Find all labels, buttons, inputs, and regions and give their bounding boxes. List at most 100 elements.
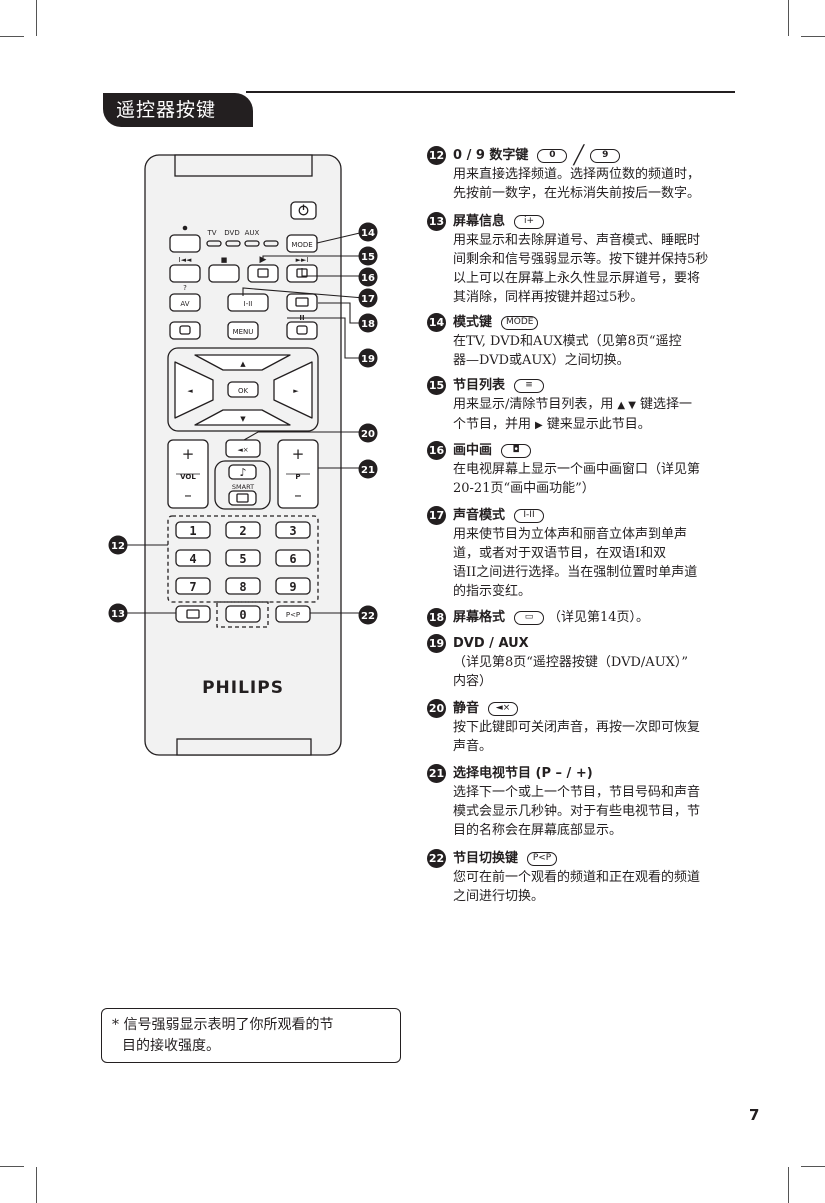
power-button <box>290 201 317 220</box>
cursor-right-key <box>273 361 313 419</box>
format-button <box>286 293 318 312</box>
digit-3: 3 <box>289 524 296 538</box>
stop-icon: ■ <box>221 256 228 264</box>
teletext-button <box>169 321 201 340</box>
slash-icon: ╱ <box>573 145 585 166</box>
mute-button <box>225 439 261 458</box>
mute-key-icon: ◄× <box>488 701 519 716</box>
callout-20-label: 20 <box>361 429 375 440</box>
entry-title: 静音 <box>453 701 480 716</box>
info-key-icon: i+ <box>514 214 545 229</box>
callout-22-label: 22 <box>361 611 375 622</box>
entry-title: 节目列表 <box>453 378 506 393</box>
digit-1: 1 <box>189 524 196 538</box>
crop-mark <box>0 36 24 37</box>
stop-button <box>208 264 240 283</box>
entry-number: 16 <box>427 441 446 460</box>
dvd-label: DVD <box>224 229 239 237</box>
section-title: 遥控器按键 <box>103 93 253 127</box>
leader-line-20 <box>243 431 364 441</box>
info-icon <box>186 609 200 619</box>
rewind-button <box>169 264 201 283</box>
entry-15: 15 节目列表 ≡ 用来显示/清除节目列表，用▲ ▼键选择一 个节目，并用▶键来… <box>427 376 757 435</box>
pip-key-icon: ◘ <box>501 443 532 458</box>
entry-suffix: （详见第14页）。 <box>548 610 650 625</box>
digit-group-outline <box>167 515 319 603</box>
entry-line: 个节目，并用 <box>453 417 532 432</box>
av-button <box>169 293 201 312</box>
remote-bottom-slot <box>176 738 312 756</box>
entry-title: 选择电视节目 (P – / +) <box>453 766 593 781</box>
swap-label: P<P <box>286 611 300 619</box>
aux-led <box>244 240 260 247</box>
entry-title: DVD / AUX <box>453 636 529 651</box>
entry-12: 12 0 / 9 数字键 0 ╱ 9 用来直接选择频道。选择两位数的频道时， 先… <box>427 146 757 203</box>
cursor-left-key <box>174 361 214 419</box>
tv-label: TV <box>206 229 216 237</box>
ok-button <box>227 381 259 398</box>
crop-mark <box>788 1167 789 1203</box>
entry-line: 道，或者对于双语节目，在双语I和双 <box>453 546 667 561</box>
digit-zero-outline <box>216 601 269 628</box>
entry-line: 用来直接选择频道。选择两位数的频道时， <box>453 167 701 182</box>
entry-number: 22 <box>427 849 446 868</box>
up-arrow-icon: ▲ <box>240 360 246 368</box>
callout-20 <box>358 423 378 443</box>
entry-line: 先按前一数字，在光标消失前按后一数字。 <box>453 186 701 201</box>
entry-16: 16 画中画 ◘ 在电视屏幕上显示一个画中画窗口（详见第 20-21页“画中画功… <box>427 441 757 498</box>
digit-button <box>275 577 311 595</box>
callout-15-label: 15 <box>361 252 375 263</box>
callout-13-label: 13 <box>111 609 125 620</box>
smart-label: SMART <box>232 483 254 491</box>
callout-14-label: 14 <box>361 228 375 239</box>
standby-dot-button <box>169 234 201 253</box>
callout-17-label: 17 <box>361 294 375 305</box>
p-minus-icon: – <box>294 486 302 504</box>
extra-led <box>263 240 279 247</box>
record-dot-icon <box>182 225 188 231</box>
entry-21: 21 选择电视节目 (P – / +) 选择下一个或上一个节目，节目号码和声音 … <box>427 764 757 840</box>
entry-line: 声音。 <box>453 739 493 754</box>
entry-line: 内容） <box>453 674 493 689</box>
fast-forward-icon: ►►I <box>296 256 309 264</box>
entry-17: 17 声音模式 I-II 用来使节目为立体声和丽音立体声到单声 道，或者对于双语… <box>427 506 757 601</box>
entry-13: 13 屏幕信息 i+ 用来显示和去除屏道号、声音模式、睡眠时 间剩余和信号强弱显… <box>427 212 757 307</box>
entry-line: 用来显示和去除屏道号、声音模式、睡眠时 <box>453 233 701 248</box>
callout-22 <box>358 605 378 625</box>
down-arrow-icon: ▼ <box>240 415 246 423</box>
digit-button <box>175 549 211 567</box>
crop-mark <box>0 1166 24 1167</box>
entry-number: 19 <box>427 634 446 653</box>
entry-line: 20-21页“画中画功能”） <box>453 481 595 496</box>
entry-line: 以上可以在屏幕上永久性显示屏道号，要将 <box>453 271 701 286</box>
list-button <box>247 264 279 283</box>
digit-button <box>275 521 311 539</box>
footnote-box: * 信号强弱显示表明了你所观看的节 目的接收强度。 <box>101 1008 401 1063</box>
entry-line: 用来显示/清除节目列表，用 <box>453 397 614 412</box>
teletext-icon <box>179 325 191 335</box>
callout-18 <box>358 313 378 333</box>
digit-9: 9 <box>289 580 296 594</box>
leader-line-14 <box>316 231 365 244</box>
p-label: P <box>295 473 300 481</box>
leader-line-19 <box>287 317 364 359</box>
entry-line: 目的名称会在屏幕底部显示。 <box>453 823 623 838</box>
entry-19: 19 DVD / AUX （详见第8页“遥控器按键（DVD/AUX）” 内容） <box>427 634 757 691</box>
entry-number: 20 <box>427 699 446 718</box>
dual-key-icon: I-II <box>514 508 545 523</box>
callout-15 <box>358 246 378 266</box>
callout-18-label: 18 <box>361 319 375 330</box>
note-icon: ♪ <box>239 466 246 479</box>
vol-label: VOL <box>180 473 196 481</box>
leader-line-16 <box>301 268 364 277</box>
mode-button <box>286 234 318 253</box>
digit-button <box>275 549 311 567</box>
ok-label: OK <box>238 387 249 395</box>
programme-list-icon <box>296 325 308 335</box>
sound-mode-button <box>227 293 269 312</box>
callout-16-label: 16 <box>361 273 375 284</box>
callout-19-label: 19 <box>361 354 375 365</box>
entry-title: 屏幕格式 <box>453 610 506 625</box>
entry-line: 器—DVD或AUX）之间切换。 <box>453 353 630 368</box>
